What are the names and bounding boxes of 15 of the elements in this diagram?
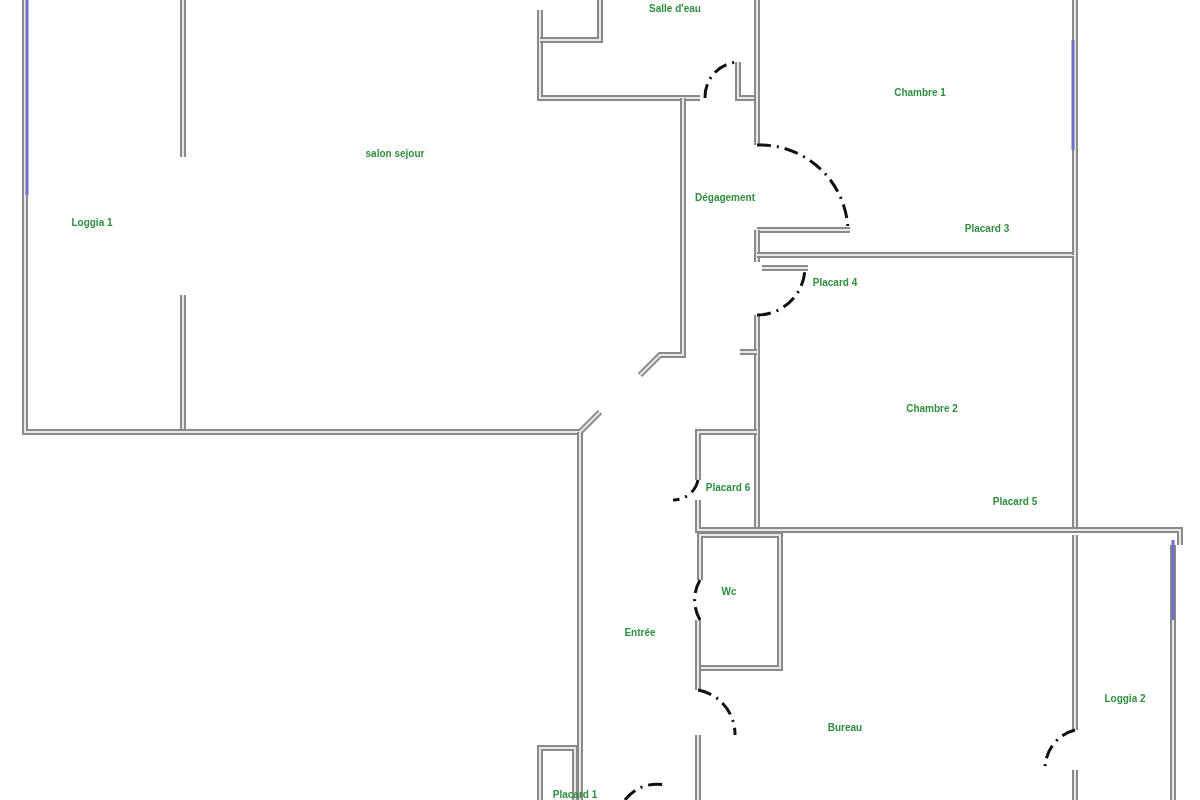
room-label: Placard 3 (964, 222, 1010, 234)
room-label: Placard 1 (552, 788, 598, 800)
room-label: Loggia 2 (1104, 692, 1146, 704)
room-label: Placard 5 (992, 495, 1038, 507)
room-label: salon sejour (365, 147, 425, 159)
room-label: Dégagement (695, 191, 755, 203)
room-label: Loggia 1 (71, 216, 113, 228)
room-label: Bureau (827, 721, 863, 733)
room-label: Entrée (624, 626, 656, 638)
room-label: Salle d'eau (649, 2, 701, 14)
room-label: Placard 4 (812, 276, 858, 288)
room-label: Placard 6 (705, 481, 751, 493)
room-label: Chambre 2 (906, 402, 958, 414)
room-label: Wc (721, 585, 737, 597)
room-label: Chambre 1 (894, 86, 946, 98)
